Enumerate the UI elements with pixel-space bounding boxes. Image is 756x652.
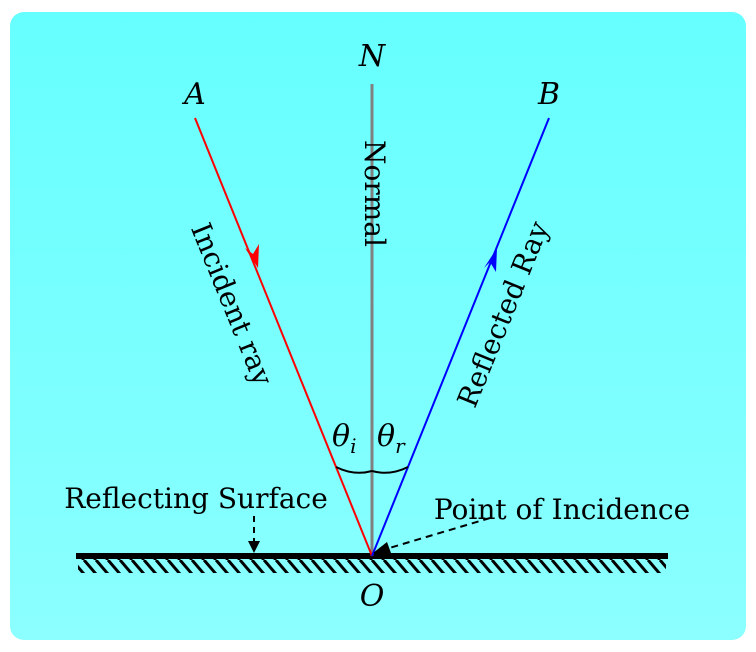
label-theta-i: θi [332,419,356,458]
reflecting-surface-pointer-arrowhead [248,541,260,553]
label-reflected-ray: Reflected Ray [451,216,556,412]
incident-ray-line [194,117,373,557]
label-point-of-incidence: Point of Incidence [434,493,690,526]
theta-r-subscript: r [395,434,406,458]
surface-hatching [78,558,666,573]
incident-ray-arrowhead [245,244,259,268]
angle-arc-reflection [371,466,409,474]
theta-i-symbol: θ [332,419,350,454]
label-point-a: A [181,77,206,112]
reflected-ray-line [371,117,550,557]
label-point-n: N [358,39,387,74]
label-point-b: B [537,77,560,112]
reflected-ray-arrowhead [484,248,497,272]
label-theta-r: θr [377,419,406,458]
label-normal: Normal [358,140,391,247]
label-reflecting-surface: Reflecting Surface [64,482,328,515]
angle-arc-incidence [335,466,373,474]
label-point-o: O [360,579,385,614]
label-incident-ray: Incident ray [184,218,279,390]
point-of-incidence-pointer-arrowhead [373,542,391,553]
theta-r-symbol: θ [377,419,395,454]
point-of-incidence-pointer [385,517,491,550]
background-panel [10,12,746,640]
theta-i-subscript: i [350,434,356,458]
